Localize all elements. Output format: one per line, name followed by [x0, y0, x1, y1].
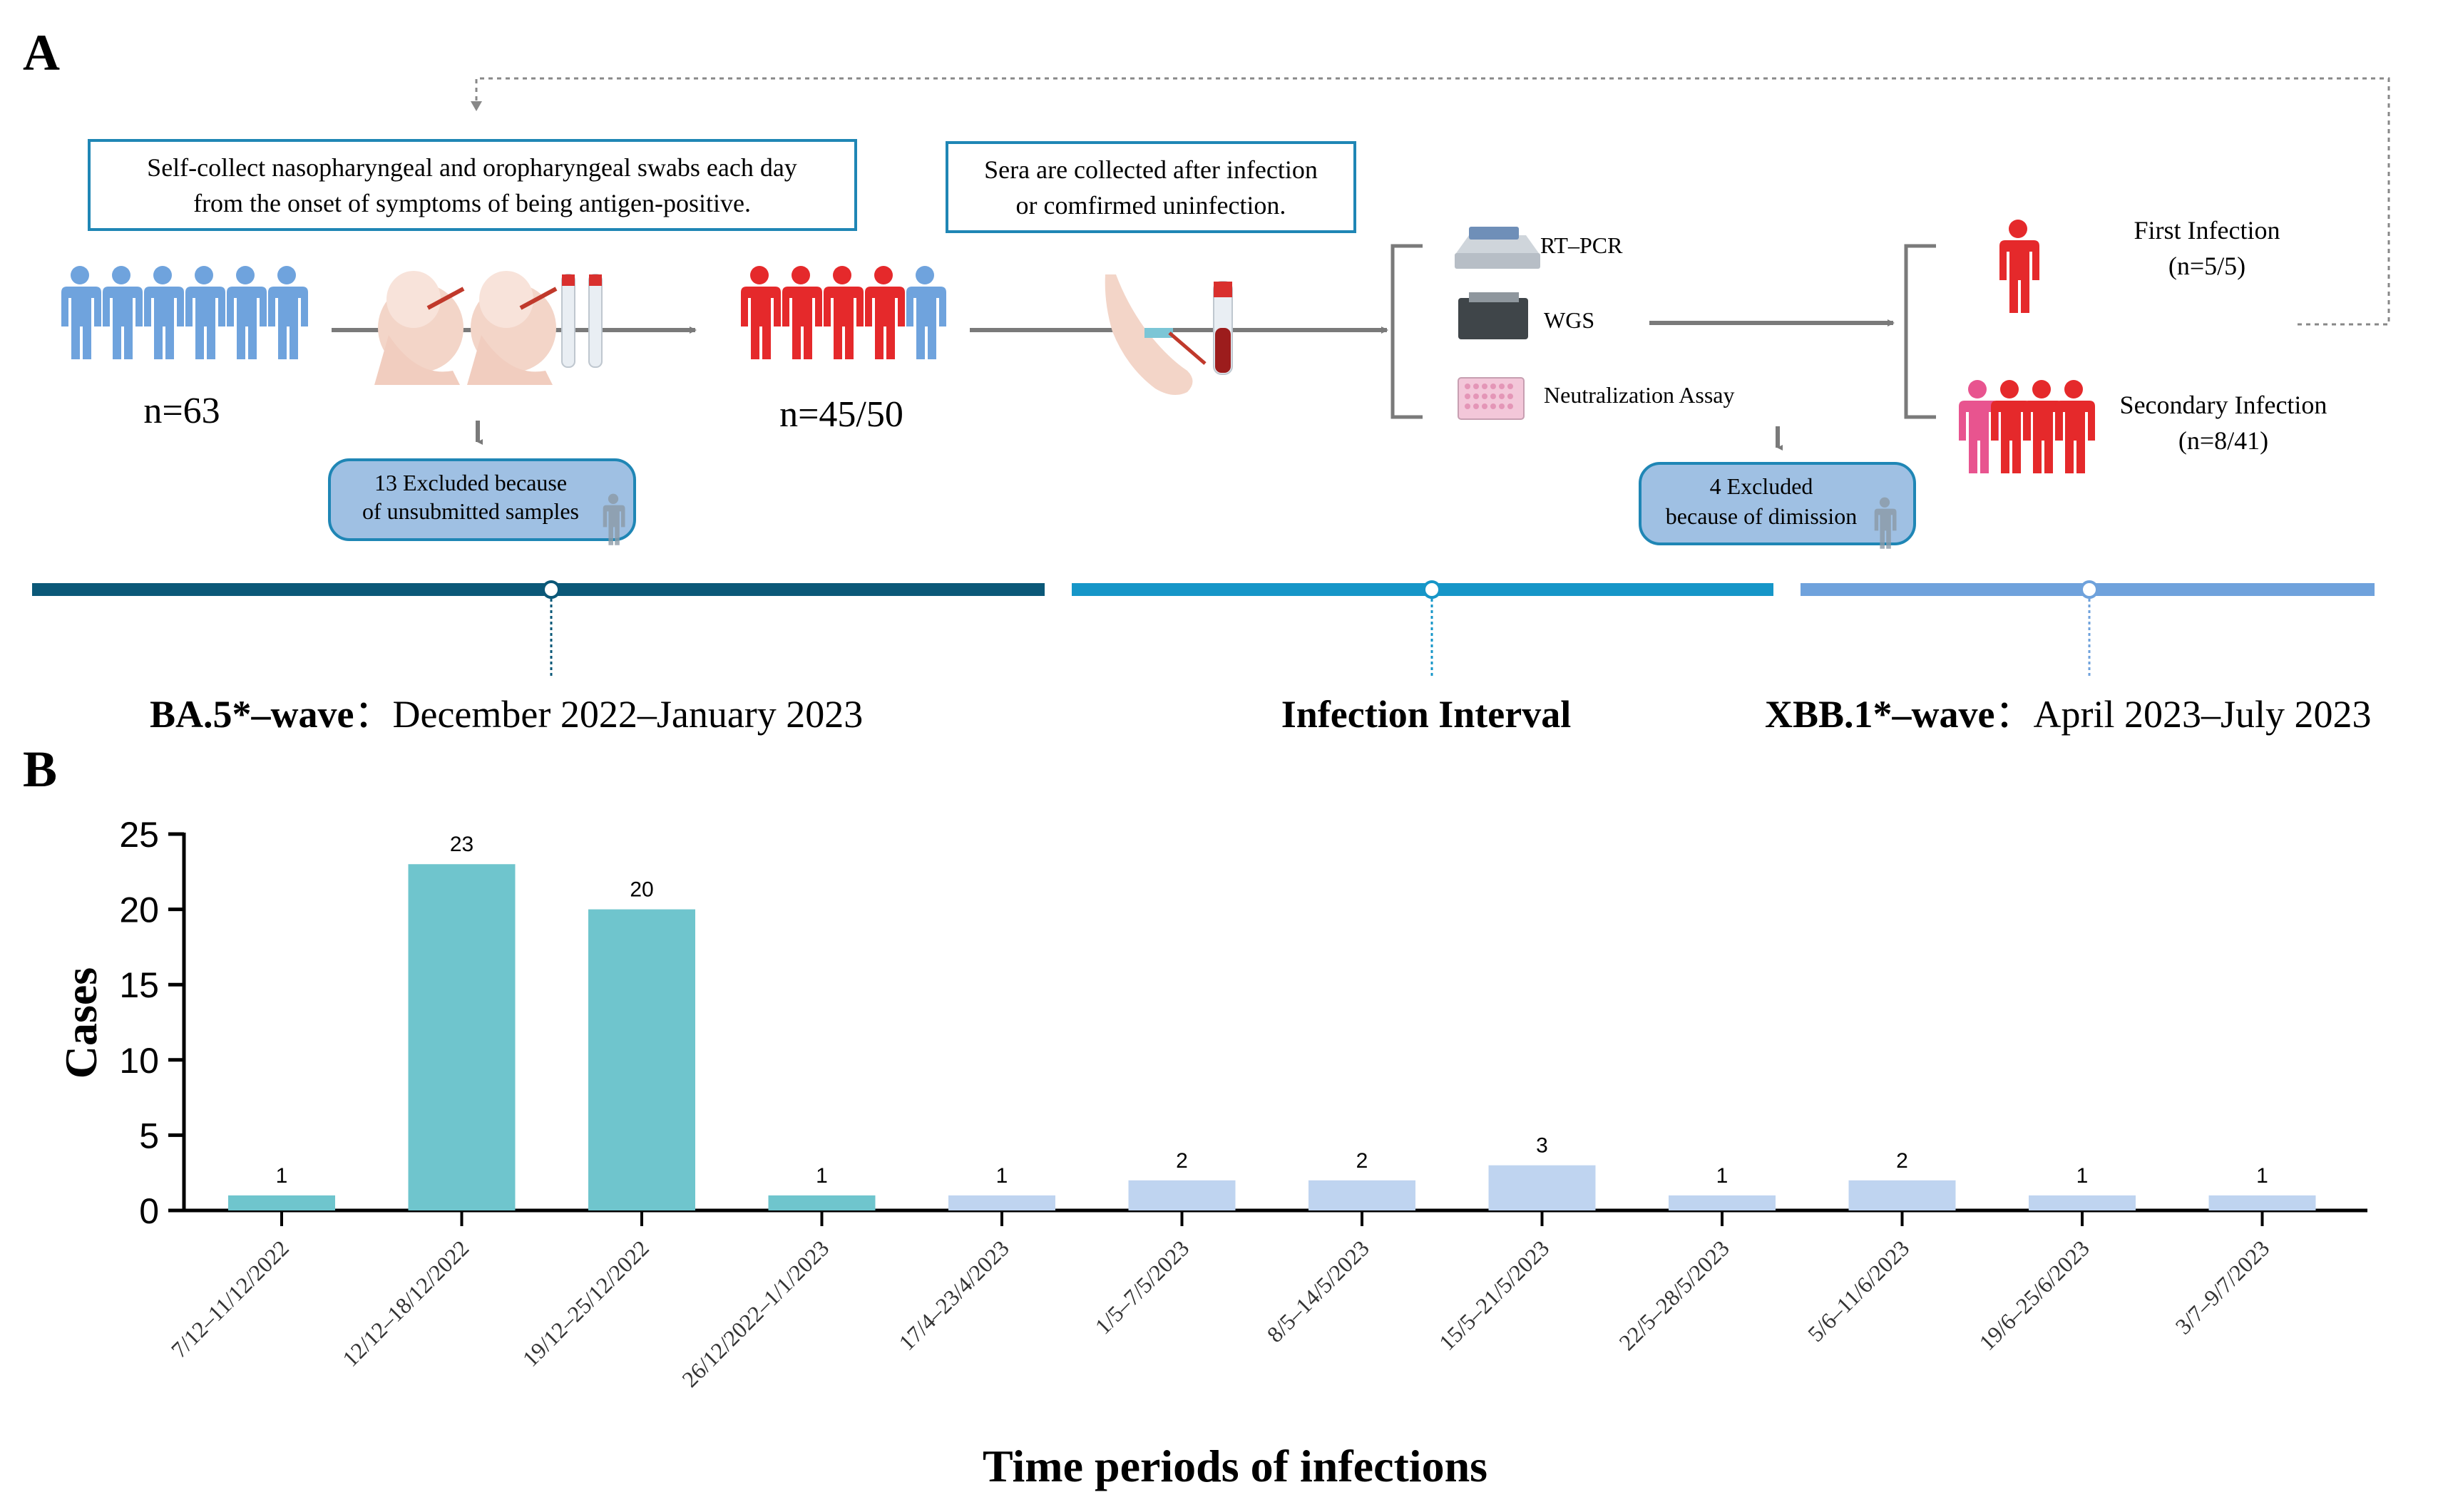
x-tick-label: 1/5–7/5/2023 — [1090, 1235, 1194, 1339]
wave-ba5-separator: ： — [354, 693, 392, 736]
excluded-box-1-line2: of unsubmitted samples — [362, 498, 579, 524]
sera-instruction-box — [946, 141, 1356, 233]
wave-ba5-dates: December 2022–January 2023 — [392, 693, 863, 736]
x-tick-label: 8/5–14/5/2023 — [1261, 1235, 1373, 1347]
excluded-box-1 — [328, 458, 636, 541]
x-tick-label: 7/12–11/12/2022 — [166, 1235, 294, 1362]
bar-value-label: 1 — [1716, 1164, 1728, 1188]
y-tick-label: 10 — [119, 1041, 159, 1081]
bar — [1848, 1180, 1956, 1210]
cohort-count: n=63 — [143, 391, 220, 431]
x-tick-label: 3/7–9/7/2023 — [2170, 1235, 2274, 1339]
rt-pcr-machine-icon — [1455, 227, 1540, 269]
bar — [228, 1195, 335, 1210]
infection-interval-label: Infection Interval — [1281, 693, 1571, 736]
panel-b-label: B — [23, 741, 57, 798]
outcome-bracket — [1904, 244, 1936, 419]
x-tick-label: 12/12–18/12/2022 — [337, 1235, 473, 1371]
infected-count: n=45/50 — [779, 394, 903, 435]
x-tick-label: 17/4–23/4/2023 — [893, 1235, 1014, 1355]
x-tick-label: 15/5–21/5/2023 — [1434, 1235, 1555, 1355]
bar — [588, 909, 695, 1210]
sera-instruction-line2: or comfirmed uninfection. — [1016, 191, 1286, 220]
x-tick-label: 19/6–25/6/2023 — [1974, 1235, 2094, 1355]
wave-xbb-dates: April 2023–July 2023 — [2034, 693, 2372, 736]
bar-value-label: 1 — [816, 1164, 828, 1188]
x-axis-ticks: 7/12–11/12/2022 12/12–18/12/2022 19/12–25/… — [166, 1210, 2274, 1392]
wave-xbb-separator: ： — [1995, 693, 2034, 736]
bar-value-label: 2 — [1896, 1149, 1908, 1173]
x-tick-label: 22/5–28/5/2023 — [1614, 1235, 1734, 1355]
y-tick-label: 20 — [119, 890, 159, 930]
assay-bracket — [1390, 244, 1423, 419]
bar-value-label: 1 — [996, 1164, 1008, 1188]
excluded-box-2-line1: 4 Excluded — [1710, 473, 1813, 499]
bar-value-label: 1 — [276, 1164, 288, 1188]
bar-value-label: 2 — [1176, 1149, 1188, 1173]
bar — [1669, 1195, 1776, 1210]
swab-instruction-box — [88, 139, 857, 231]
assay-rt-pcr-label: RT–PCR — [1540, 232, 1623, 258]
assay-wgs-label: WGS — [1544, 307, 1594, 333]
bar-value-label: 2 — [1356, 1149, 1368, 1173]
bar — [2029, 1195, 2136, 1210]
x-axis-title: Time periods of infections — [983, 1441, 1487, 1491]
y-tick-label: 25 — [119, 815, 159, 855]
bar-value-label: 3 — [1536, 1134, 1548, 1158]
excluded-box-2-line2: because of dimission — [1666, 503, 1857, 529]
y-axis-ticks: 0 5 10 15 20 25 — [119, 815, 184, 1231]
partially-infected-person-icon — [906, 266, 946, 359]
swab-instruction-line2: from the onset of symptoms of being anti… — [193, 189, 751, 217]
bar — [948, 1195, 1055, 1210]
excluded-box-2 — [1639, 462, 1916, 545]
swab-sampling-illustration-icon — [374, 271, 603, 385]
timeline-ba5-segment — [32, 583, 1045, 596]
timeline-xbb-marker — [2080, 580, 2099, 599]
bar-value-label: 1 — [2256, 1164, 2268, 1188]
secondary-infection-people-icon — [1959, 380, 2095, 473]
bar — [1308, 1180, 1415, 1210]
first-infection-label: First Infection — [2134, 216, 2280, 245]
secondary-infection-count: (n=8/41) — [2178, 426, 2268, 455]
feedback-loop-line — [475, 77, 2390, 326]
y-tick-label: 0 — [139, 1191, 159, 1231]
bar-value-label: 23 — [450, 833, 473, 856]
bar — [1488, 1165, 1596, 1210]
panel-a-label: A — [23, 24, 60, 81]
bar — [1128, 1180, 1236, 1210]
neutralization-plate-icon — [1458, 377, 1525, 420]
wave-xbb-name: XBB.1*–wave — [1765, 693, 1995, 736]
timeline-ba5-marker — [542, 580, 560, 599]
x-tick-label: 5/6–11/6/2023 — [1803, 1235, 1915, 1347]
secondary-infection-label: Secondary Infection — [2120, 391, 2327, 419]
feedback-loop-arrowhead — [471, 101, 482, 111]
blood-draw-illustration-icon — [1105, 274, 1233, 395]
first-infection-person-icon — [1999, 220, 2039, 313]
bar — [408, 864, 516, 1210]
wave-xbb-label: XBB.1*–wave：April 2023–July 2023 — [1765, 693, 2372, 736]
y-axis-title: Cases — [56, 967, 106, 1079]
first-infection-count: (n=5/5) — [2168, 252, 2245, 280]
y-tick-label: 15 — [119, 965, 159, 1005]
assay-neutralization-label: Neutralization Assay — [1544, 382, 1734, 408]
excluded-box-1-line1: 13 Excluded because — [374, 470, 567, 495]
wgs-sequencer-icon — [1458, 292, 1528, 339]
bar — [768, 1195, 876, 1210]
bar — [2208, 1195, 2316, 1210]
bar-value-label: 20 — [630, 878, 653, 902]
wave-ba5-label: BA.5*–wave：December 2022–January 2023 — [150, 693, 863, 736]
swab-instruction-line1: Self-collect nasopharyngeal and orophary… — [147, 153, 797, 182]
timeline-interval-marker — [1423, 580, 1441, 599]
bar-value-label: 1 — [2076, 1164, 2089, 1188]
infected-people-icon — [741, 266, 905, 359]
x-tick-label: 19/12–25/12/2022 — [518, 1235, 654, 1371]
wave-ba5-name: BA.5*–wave — [150, 693, 354, 736]
sera-instruction-line1: Sera are collected after infection — [984, 155, 1318, 184]
y-tick-label: 5 — [139, 1116, 159, 1156]
x-tick-label: 26/12/2022–1/1/2023 — [677, 1235, 834, 1392]
cohort-people-icon — [61, 266, 308, 359]
